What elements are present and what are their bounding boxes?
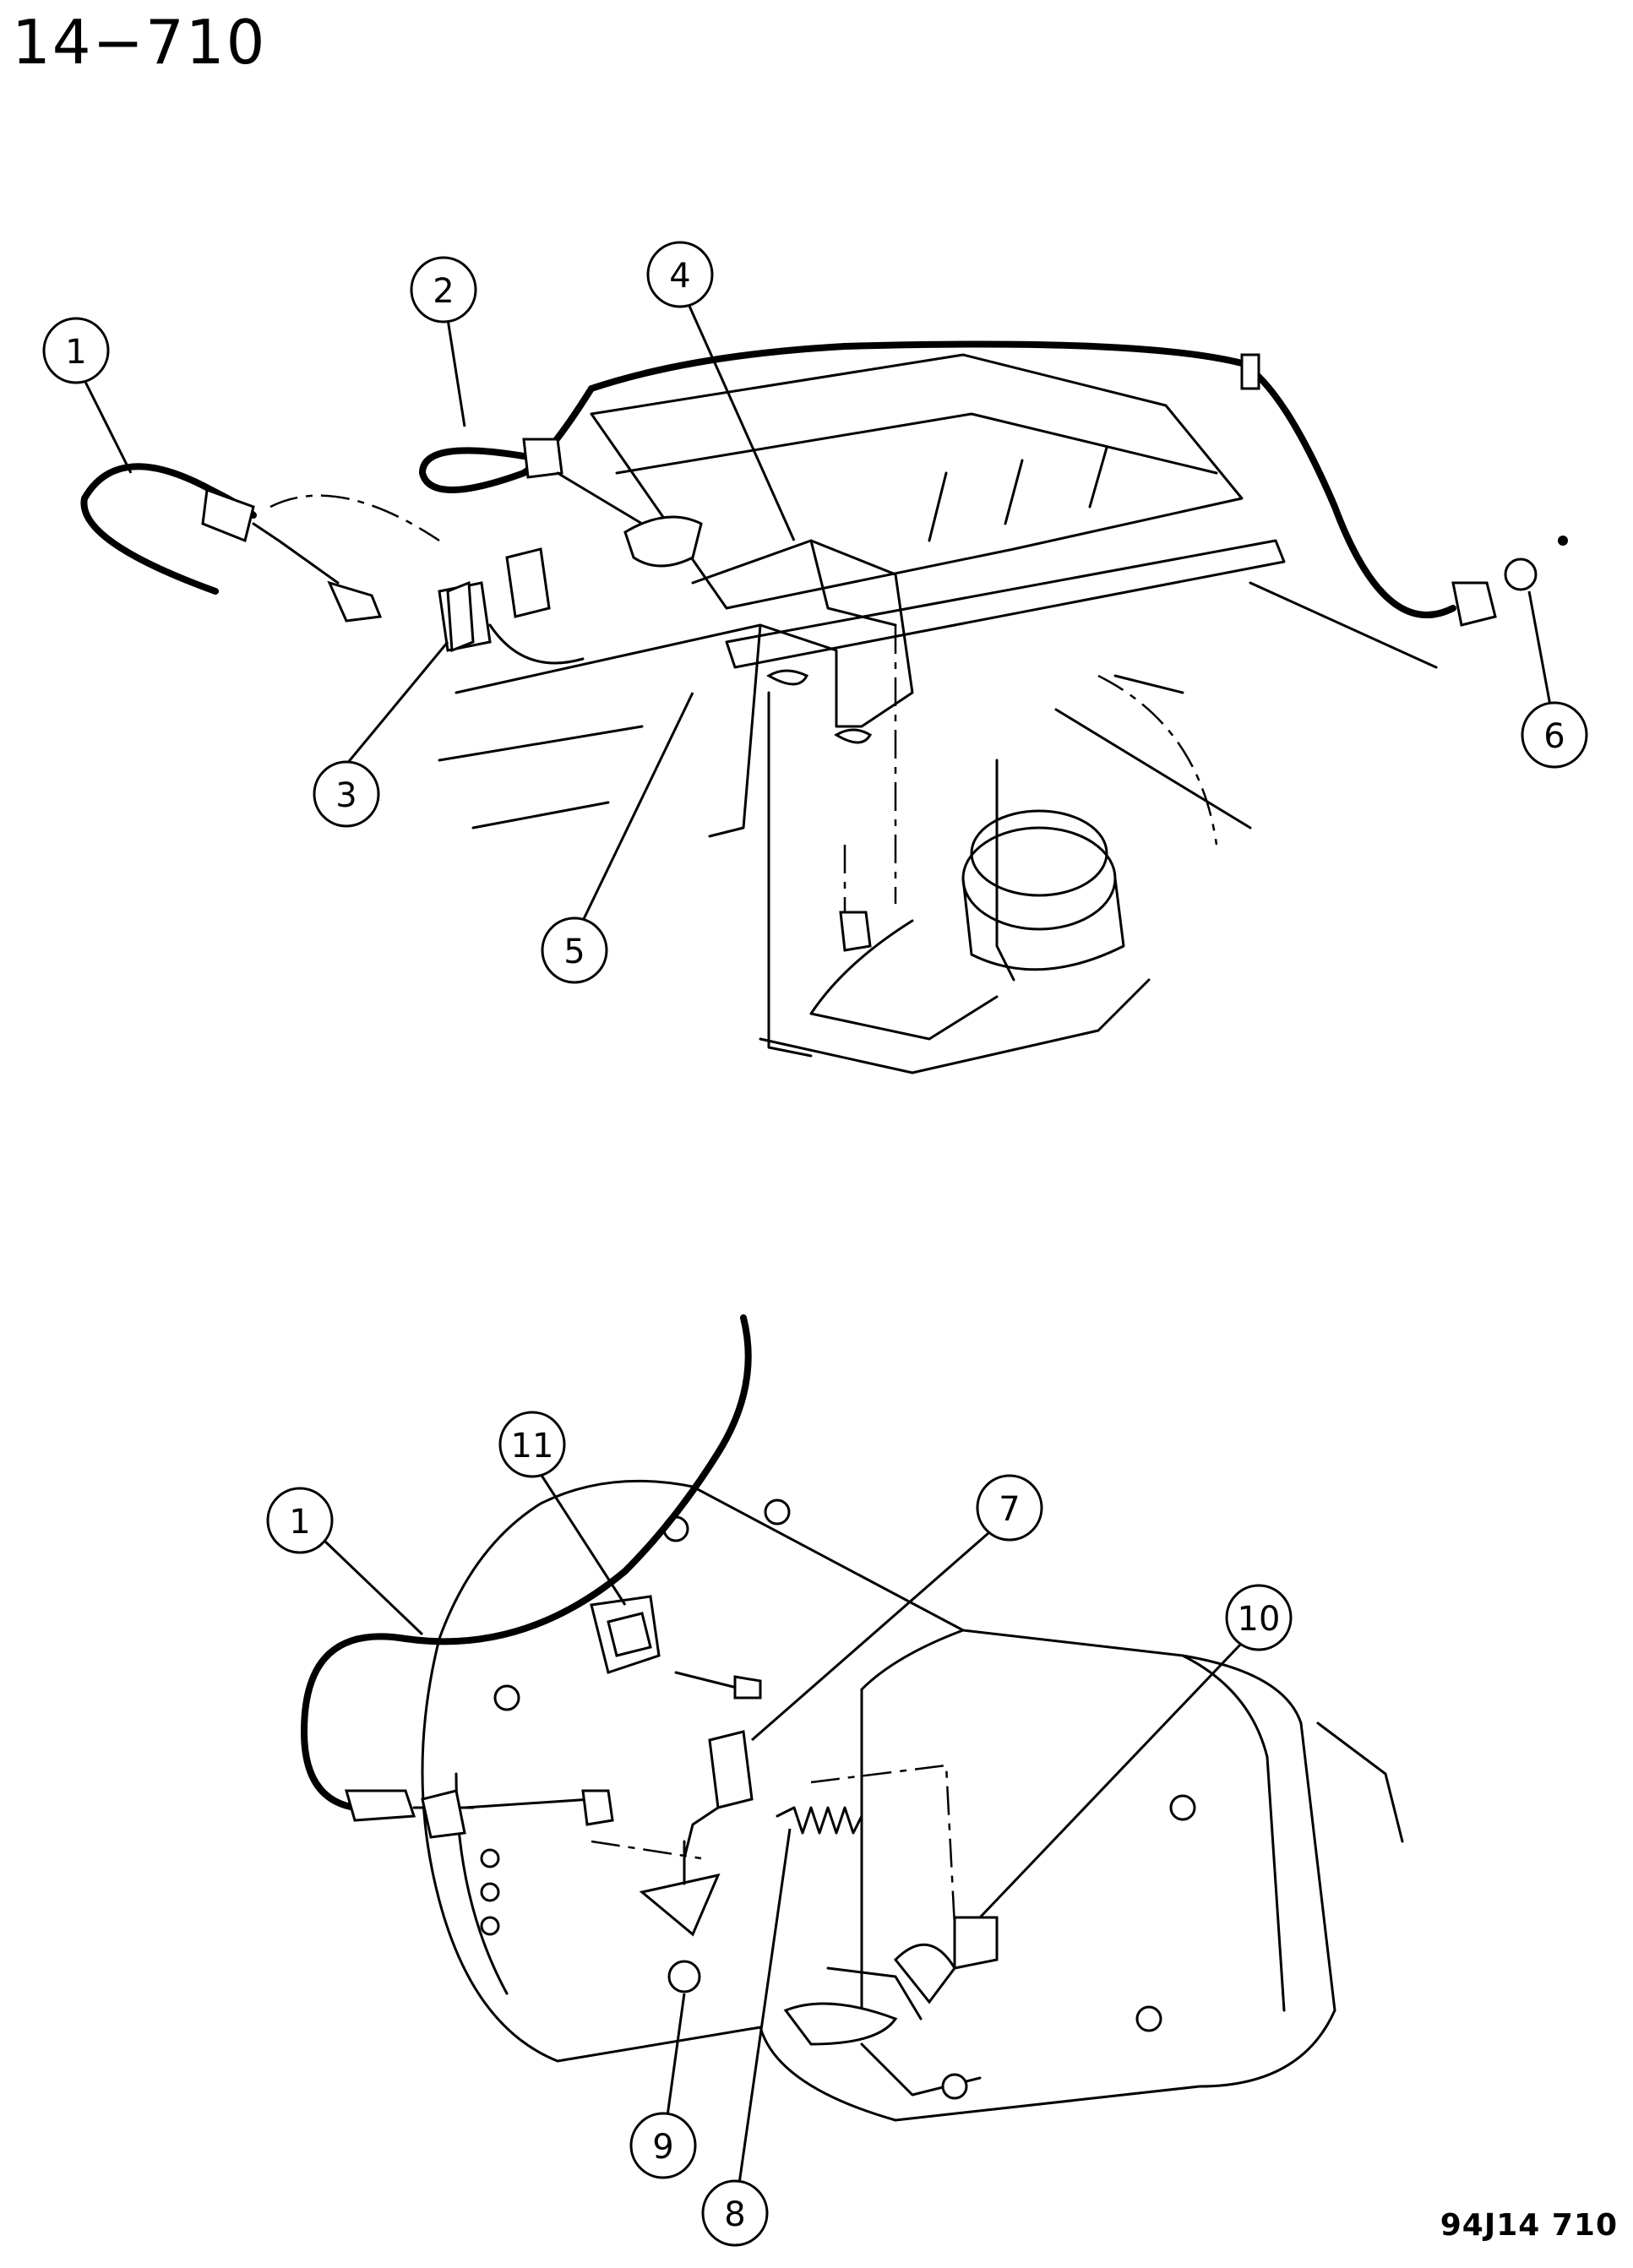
callout-9: 9 [629, 1993, 697, 2179]
transmission-assembly-view [300, 1314, 1404, 2122]
callout-9-label: 9 [652, 2128, 673, 2167]
page-number: 14−710 [12, 7, 267, 78]
callout-3: 3 [313, 641, 449, 828]
callout-2-label: 2 [433, 272, 454, 311]
callout-4-label: 4 [669, 257, 690, 296]
callout-6: 6 [1521, 590, 1588, 769]
callout-4: 4 [646, 241, 796, 541]
callout-10: 10 [978, 1584, 1293, 1919]
callout-8-label: 8 [724, 2195, 745, 2234]
callout-10-label: 10 [1238, 1600, 1281, 1639]
callout-5: 5 [541, 692, 694, 984]
drawing-code: 94J14 710 [1440, 2208, 1618, 2243]
callout-1-bottom: 1 [266, 1487, 424, 1636]
callout-7: 7 [751, 1474, 1043, 1742]
callout-3-label: 3 [335, 776, 357, 815]
callout-1-top: 1 [42, 317, 133, 474]
callout-11-label: 11 [511, 1427, 554, 1466]
callout-2: 2 [410, 256, 477, 427]
callout-1-bottom-label: 1 [289, 1503, 310, 1542]
engine-assembly-view [80, 340, 1568, 1074]
callout-5-label: 5 [563, 933, 585, 971]
callout-11: 11 [498, 1411, 627, 1606]
callout-7-label: 7 [999, 1490, 1020, 1529]
callout-8: 8 [701, 1828, 792, 2247]
callout-1-top-label: 1 [65, 333, 86, 372]
callout-6-label: 6 [1543, 717, 1565, 756]
